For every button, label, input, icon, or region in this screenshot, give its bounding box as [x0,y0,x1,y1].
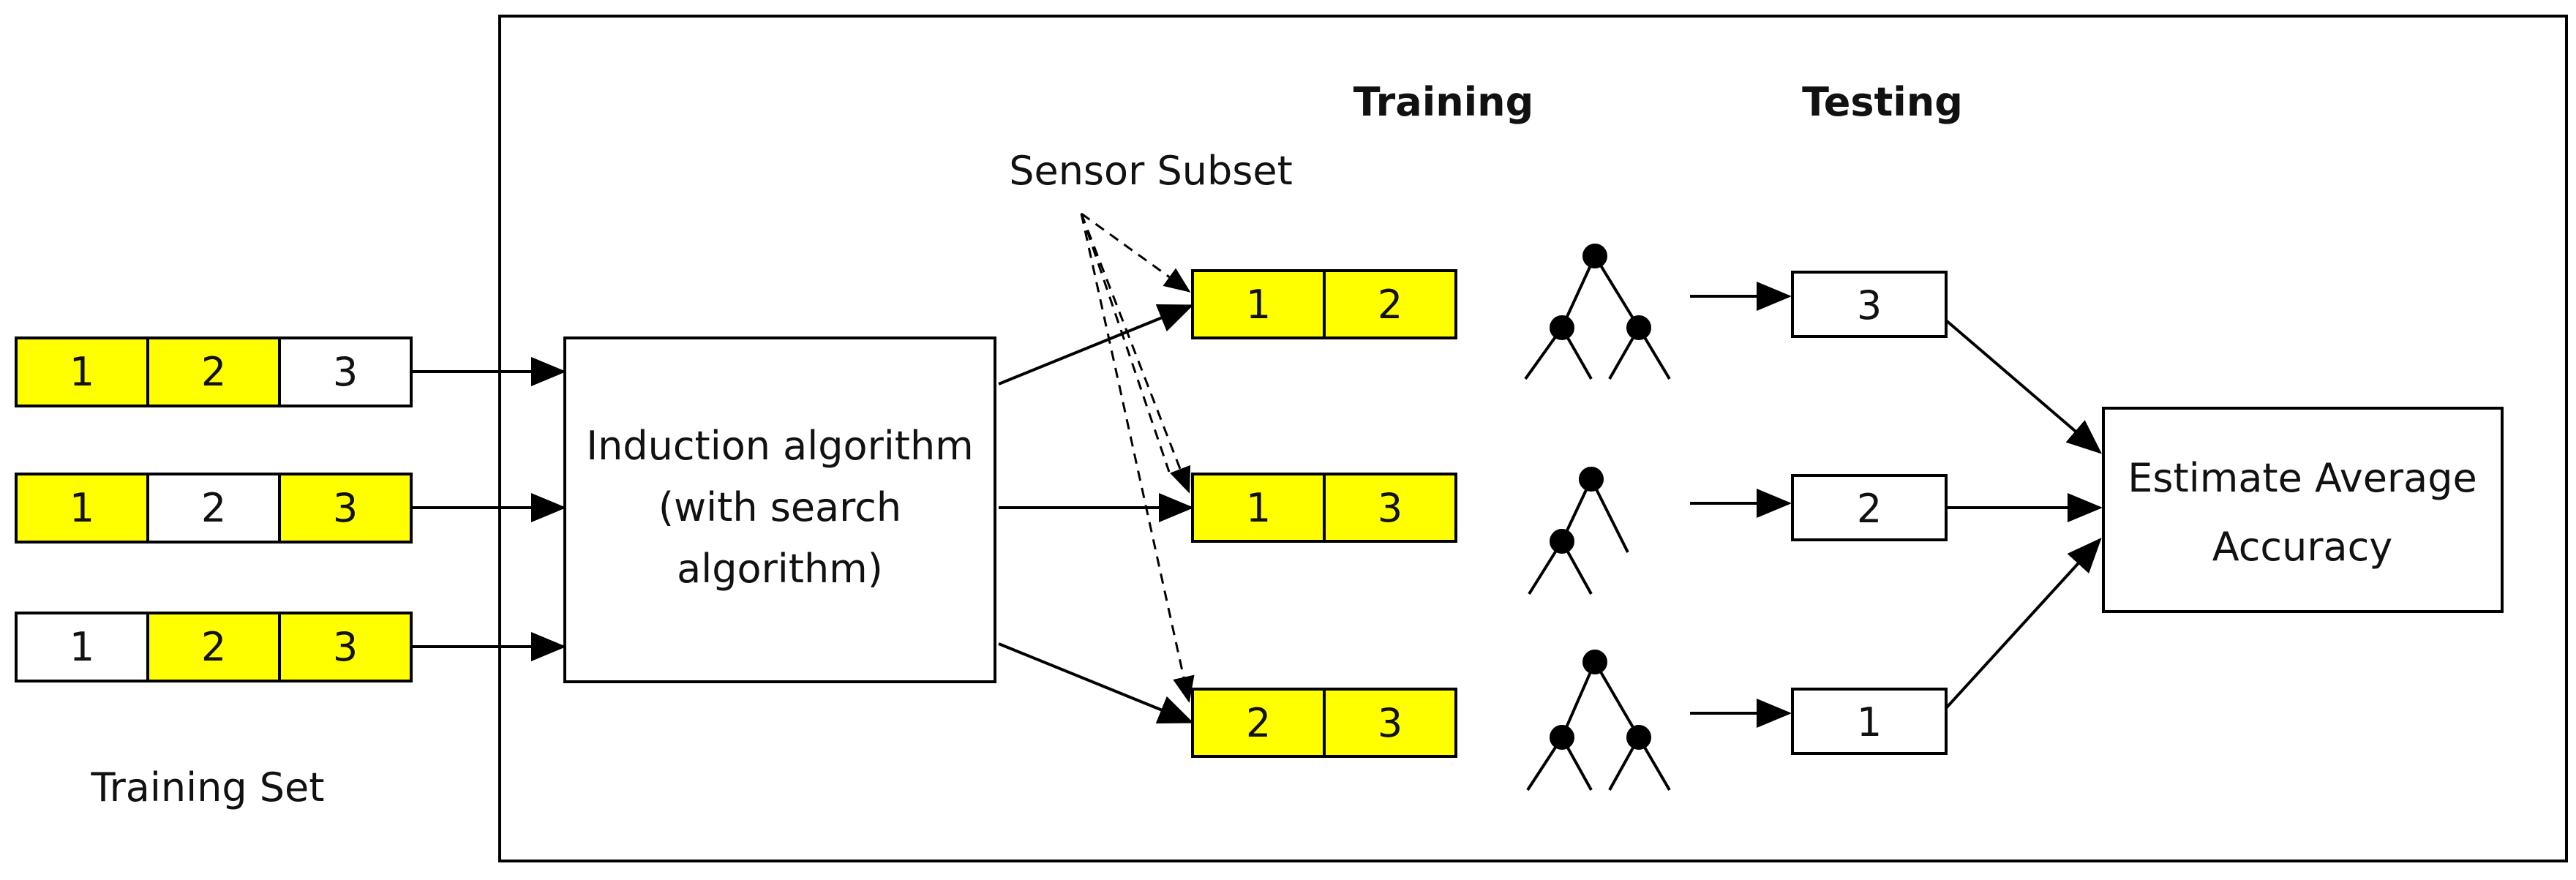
subset-cell-label: 2 [1246,700,1271,746]
outer-frame [498,15,2568,862]
sensor-subset-label: Sensor Subset [1009,148,1293,194]
test-label: 2 [1857,486,1882,532]
training-cell [146,473,281,544]
test-box [1791,474,1948,541]
subset-cell [1323,269,1457,339]
estimate-line: Estimate Average [2128,455,2477,501]
estimate-accuracy-box [2102,407,2504,613]
arrow-test-to-estimate [1945,538,2102,710]
testing-header: Testing [1802,79,1963,125]
training-cell [278,473,413,544]
dashed-arrow-sensor-subset [1080,213,1171,473]
training-cell-label: 2 [201,485,226,531]
induction-algorithm-box [563,336,996,683]
subset-cell-label: 2 [1378,282,1402,328]
training-row: 1 2 3 [15,473,413,544]
arrow-induction-to-subset [998,304,1194,386]
training-cell [15,336,149,407]
subset-cell-label: 3 [1378,700,1402,746]
training-set: 1 2 3 1 2 3 1 2 3 [15,336,413,682]
training-cell-label: 3 [333,485,358,531]
arrow-test-to-estimate [1945,319,2103,454]
training-cell [15,473,149,544]
dashed-arrow-sensor-subset [1080,213,1195,703]
dashed-arrow-sensor-subset [1081,212,1191,293]
induction-line: (with search [658,484,901,530]
training-cell-label: 2 [201,349,226,395]
subset-cell-label: 3 [1378,485,1402,531]
estimate-line: Accuracy [2212,524,2393,570]
subset-row: 1 2 [1191,269,1457,339]
training-row: 1 2 3 [15,612,413,682]
subset-cell [1191,269,1326,339]
training-cell [146,612,281,682]
training-cell-label: 1 [70,485,94,531]
training-cell-label: 3 [333,624,358,670]
training-row: 1 2 3 [15,336,413,407]
training-cell-label: 2 [201,624,226,670]
decision-tree-icon [1524,244,1671,380]
training-cell-label: 1 [70,624,94,670]
subset-cell-label: 1 [1246,485,1271,531]
subset-cell [1191,473,1326,543]
training-cell [15,612,149,682]
dashed-arrow-sensor-subset [1080,213,1191,494]
test-box [1791,271,1948,338]
subset-row: 1 3 [1191,473,1457,543]
training-cell-label: 3 [333,349,358,395]
test-label: 1 [1857,699,1882,745]
decision-tree-icon [1526,650,1671,791]
training-cell [146,336,281,407]
subset-cell [1323,473,1457,543]
training-cell [278,612,413,682]
decision-tree-icon [1528,467,1629,595]
arrow-induction-to-subset [998,642,1194,723]
subset-cell-label: 1 [1246,282,1271,328]
induction-line: algorithm) [677,546,883,592]
test-label: 3 [1857,282,1882,328]
training-set-label: Training Set [91,764,325,811]
training-header: Training [1353,79,1534,125]
training-cell-label: 1 [70,349,94,395]
subset-row: 2 3 [1191,688,1457,758]
induction-line: Induction algorithm [586,423,974,469]
test-box [1791,688,1948,755]
subset-cell [1323,688,1457,758]
